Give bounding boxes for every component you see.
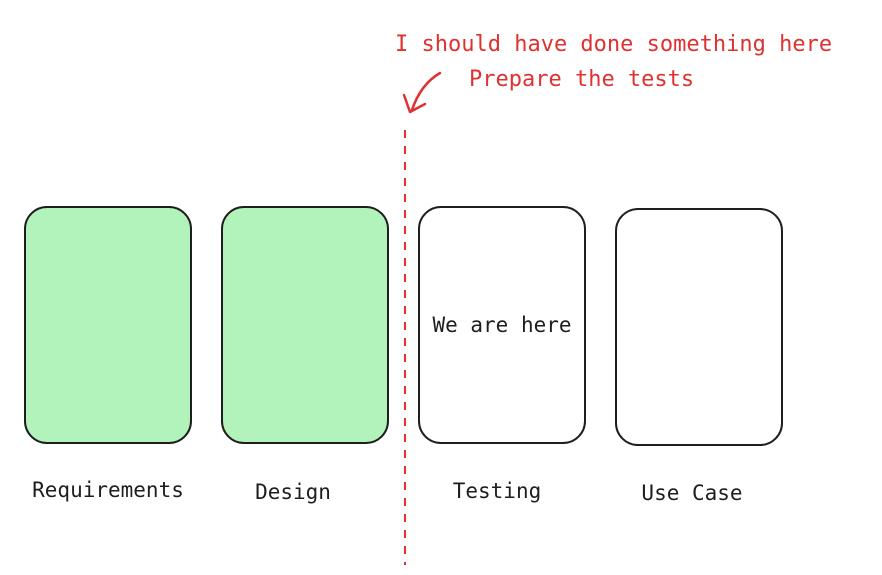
annotation-line-1: I should have done something here <box>395 32 832 57</box>
phase-label-design: Design <box>255 480 331 504</box>
phase-box-requirements <box>24 206 192 444</box>
phase-label-requirements: Requirements <box>32 478 184 502</box>
annotation-arrow-icon <box>402 71 442 114</box>
phase-inner-text-testing: We are here <box>432 313 571 337</box>
phase-label-testing: Testing <box>453 479 542 503</box>
phase-box-use-case <box>615 208 783 446</box>
phase-label-use-case: Use Case <box>641 481 742 505</box>
phase-box-testing <box>418 206 586 444</box>
annotation-line-2: Prepare the tests <box>469 67 694 92</box>
phase-box-design <box>221 206 389 444</box>
